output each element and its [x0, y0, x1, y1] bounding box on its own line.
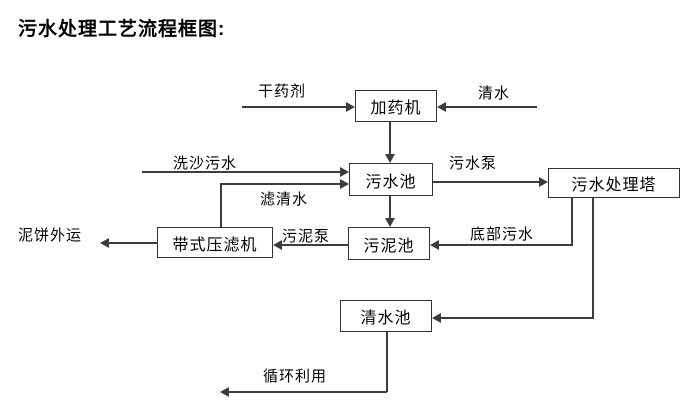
node-sludge-pool-label: 污泥池 — [363, 237, 415, 255]
edge-line-dosing-to-sewage — [389, 122, 391, 155]
node-belt-filter-press-label: 带式压滤机 — [172, 236, 258, 254]
edge-label-mud-cake-out: 泥饼外运 — [18, 227, 83, 244]
edge-line-tower-to-clean-vertical — [592, 198, 594, 318]
edge-label-clean-water: 清水 — [478, 85, 511, 102]
edge-label-filtered-water: 滤清水 — [260, 191, 309, 208]
arrowhead-down-icon — [385, 154, 395, 163]
edge-line-filtered-water — [220, 183, 340, 185]
edge-line-tower-to-clean — [441, 317, 594, 319]
node-belt-filter-press: 带式压滤机 — [157, 227, 273, 258]
arrowhead-left-icon — [432, 313, 441, 323]
edge-line-bottom-sewage-vertical — [571, 198, 573, 246]
node-treatment-tower-label: 污水处理塔 — [571, 177, 657, 194]
edge-label-bottom-sewage: 底部污水 — [470, 226, 535, 243]
edge-label-recycle-use: 循环利用 — [263, 368, 328, 385]
edge-line-sand-washing-sewage — [142, 171, 340, 173]
arrowhead-left-icon — [430, 240, 439, 250]
edge-line-bottom-sewage — [439, 244, 572, 246]
arrowhead-right-icon — [539, 177, 548, 187]
edge-label-sewage-pump: 污水泵 — [449, 155, 498, 172]
edge-line-recycle — [229, 391, 387, 393]
node-sewage-pool: 污水池 — [349, 163, 433, 196]
edge-label-sand-washing-sewage: 洗沙污水 — [173, 155, 238, 172]
edge-line-mud-cake-out — [109, 242, 157, 244]
node-treatment-tower: 污水处理塔 — [548, 168, 680, 198]
edge-label-dry-agent: 干药剂 — [258, 83, 307, 100]
node-sewage-pool-label: 污水池 — [365, 173, 417, 191]
arrowhead-left-icon — [220, 387, 229, 397]
edge-label-sludge-pump: 污泥泵 — [282, 228, 331, 245]
arrowhead-right-icon — [340, 167, 349, 177]
arrowhead-down-icon — [385, 218, 395, 227]
arrowhead-left-icon — [273, 240, 282, 250]
node-clean-water-pool-label: 清水池 — [360, 310, 412, 327]
edge-line-recycle-vertical — [386, 332, 388, 392]
node-clean-water-pool: 清水池 — [340, 300, 432, 332]
node-sludge-pool: 污泥池 — [348, 227, 430, 260]
arrowhead-left-icon — [100, 238, 109, 248]
arrowhead-left-icon — [437, 102, 446, 112]
node-dosing-machine-label: 加药机 — [370, 100, 422, 117]
edge-line-clean-water — [446, 106, 537, 108]
edge-line-sewage-to-sludge — [389, 196, 391, 219]
page-title: 污水处理工艺流程框图: — [18, 19, 226, 40]
edge-line-dry-agent — [242, 106, 346, 108]
node-dosing-machine: 加药机 — [355, 90, 437, 122]
edge-line-sewage-pump — [433, 181, 539, 183]
edge-line-sludge-pump — [282, 244, 348, 246]
arrowhead-right-icon — [346, 102, 355, 112]
arrowhead-right-icon — [340, 179, 349, 189]
edge-line-filtered-water-vertical — [220, 184, 222, 227]
